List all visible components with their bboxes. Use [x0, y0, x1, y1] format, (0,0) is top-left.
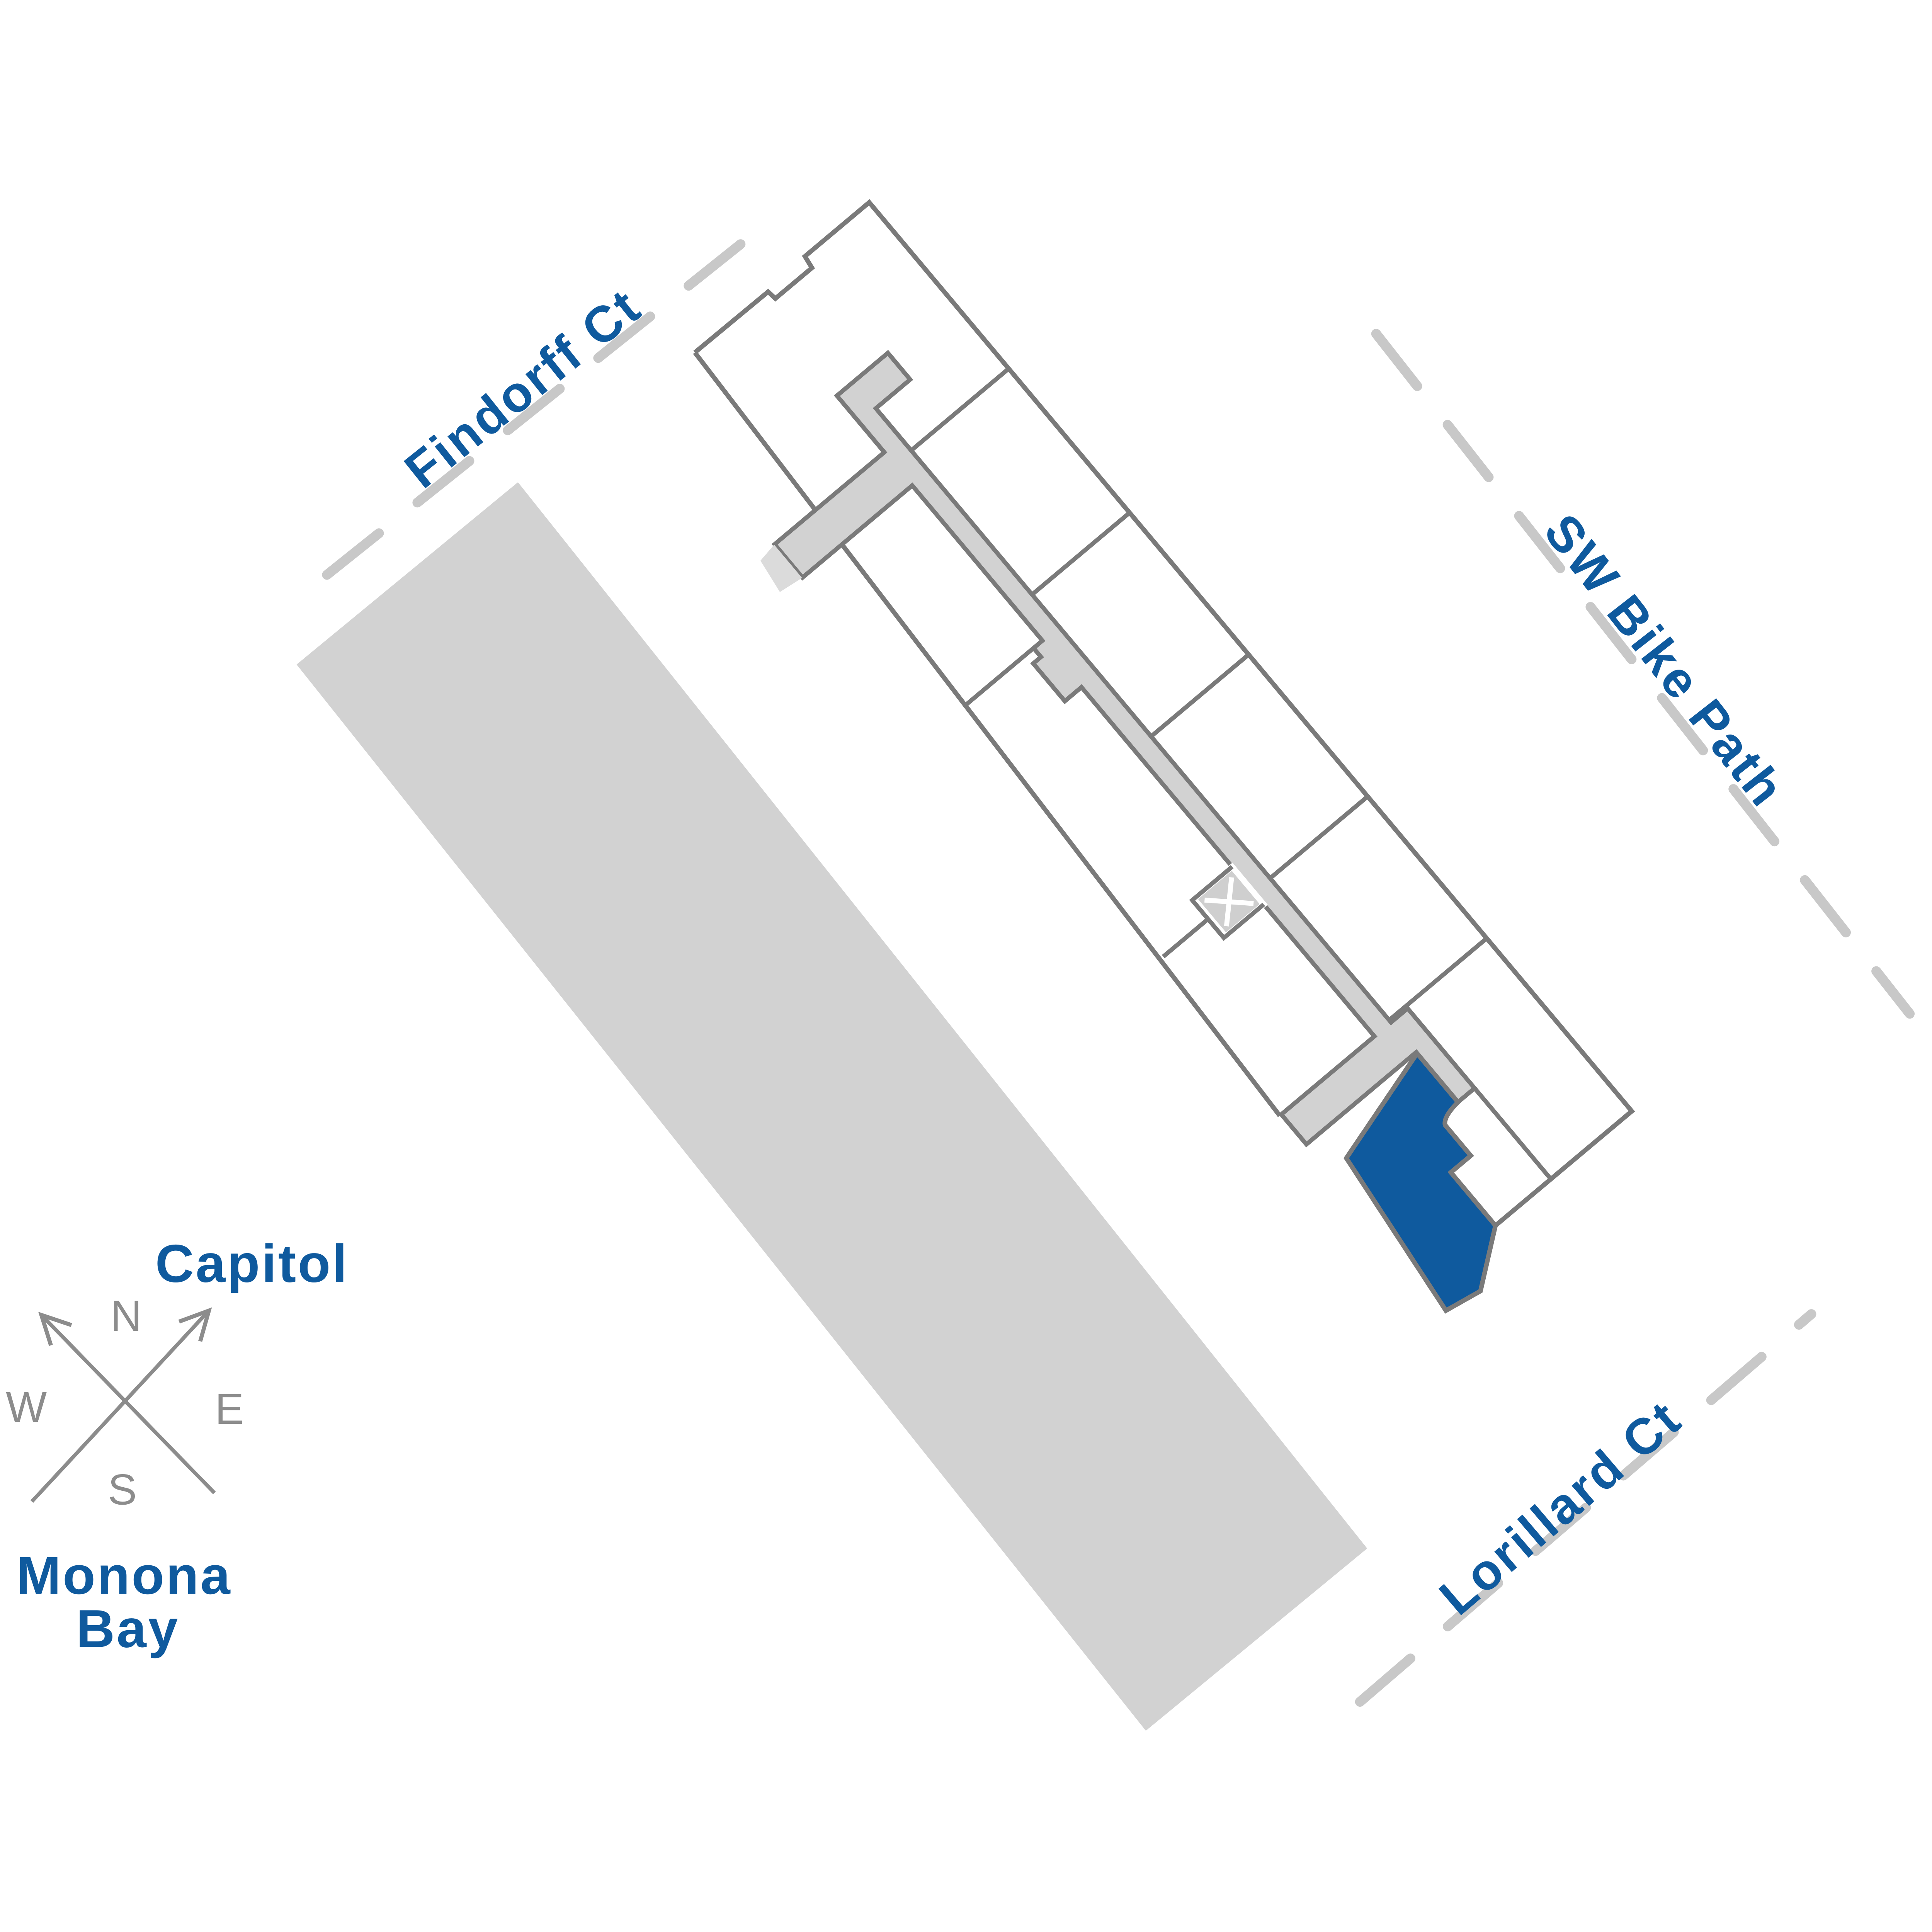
compass-axis-ne — [30, 1309, 211, 1503]
compass-letter-s: S — [108, 1465, 137, 1514]
sw-bike-path-dashed-line — [1371, 329, 1915, 1019]
street-label-findorff-ct: Findorff Ct — [394, 277, 651, 499]
compass-arrowhead-ne-icon — [178, 1307, 212, 1342]
corridor — [771, 350, 1478, 1148]
x-marker-icon — [1204, 897, 1254, 906]
highlighted-unit[interactable] — [1307, 1049, 1560, 1316]
unit-divider-walls — [910, 367, 1488, 1022]
findorff-ct-dashed-line — [322, 209, 784, 580]
building-floorplan — [693, 199, 1635, 1316]
end-strip-wall — [1473, 1087, 1553, 1181]
landmark-label-monona: Monona — [16, 1546, 232, 1605]
landmark-label-capitol: Capitol — [155, 1234, 349, 1294]
compass-letter-e: E — [215, 1384, 244, 1433]
compass-letter-n: N — [111, 1291, 142, 1340]
building-outline — [693, 199, 1635, 1228]
street-label-sw-bike-path: SW Bike Path — [1533, 503, 1796, 818]
landmark-label-bay: Bay — [76, 1599, 180, 1659]
compass-arrowhead-nw-icon — [38, 1311, 72, 1346]
lorillard-ct-dashed-line — [1355, 1309, 1816, 1707]
entry-walkway-tip — [760, 544, 802, 592]
unit-divider-wall-sw — [962, 646, 1035, 709]
compass-axis-nw — [40, 1313, 216, 1495]
street-label-lorillard-ct: Lorillard Ct — [1429, 1389, 1692, 1626]
stair-box-walls — [1162, 865, 1265, 959]
parking-lot-area — [296, 482, 1367, 1731]
compass-letter-w: W — [6, 1383, 47, 1431]
compass: N W E S — [6, 1291, 244, 1514]
